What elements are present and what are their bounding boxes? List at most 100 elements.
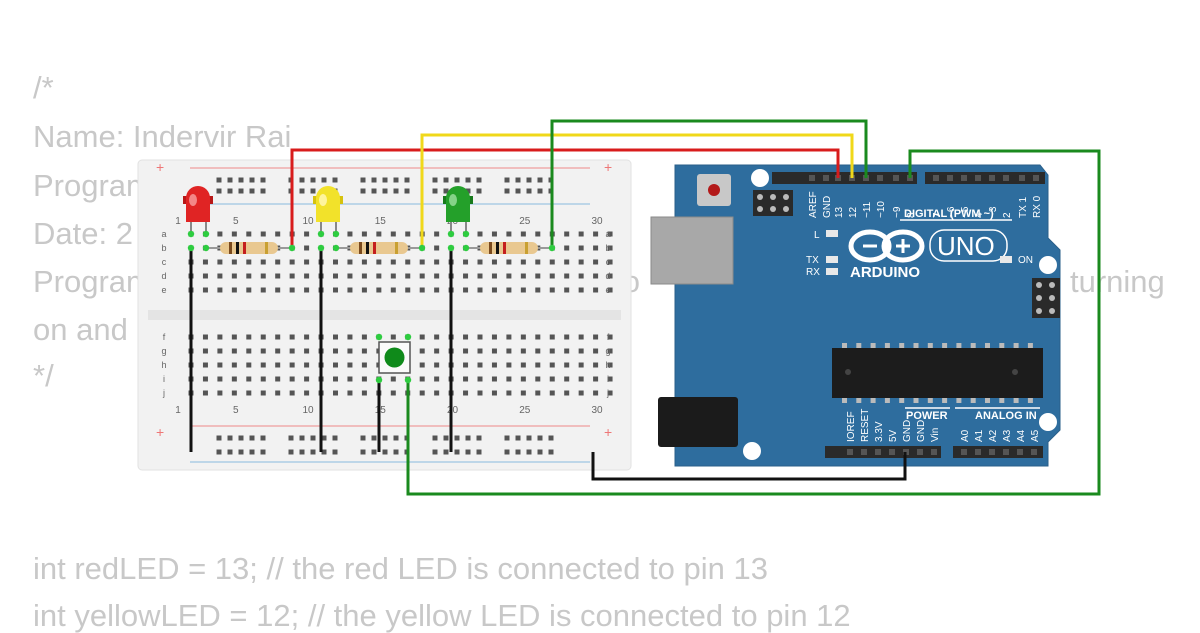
header-pin[interactable] (931, 449, 937, 455)
pin-label: RESET (860, 409, 871, 442)
connection-dot (404, 376, 412, 384)
led-l (826, 230, 838, 237)
header-pin[interactable] (847, 449, 853, 455)
pin-label: IOREF (846, 411, 857, 442)
wire-red[interactable] (290, 148, 840, 248)
pin-label: 8 (906, 212, 917, 218)
header-pin[interactable] (989, 449, 995, 455)
wire-black-gnd[interactable] (591, 452, 907, 481)
column-number: 10 (302, 405, 314, 416)
header-pin[interactable] (809, 175, 815, 181)
uno-text: UNO (937, 231, 995, 261)
header-pin[interactable] (1019, 175, 1025, 181)
code-line: Date: 2 (33, 216, 133, 251)
code-line: int redLED = 13; // the red LED is conne… (33, 551, 768, 586)
connection-dot (187, 230, 195, 238)
led-tx-label: TX (806, 255, 819, 266)
row-label: b (161, 243, 166, 253)
pin-label: 3.3V (874, 421, 885, 442)
pin-label: 2 (1002, 212, 1013, 218)
row-label: b (605, 243, 610, 253)
header-pin[interactable] (889, 449, 895, 455)
svg-text:+: + (604, 424, 612, 440)
power-jack (658, 397, 738, 447)
pin-label: GND (822, 196, 833, 218)
resistor-red[interactable] (206, 242, 292, 254)
icsp-header (753, 190, 1060, 318)
row-label: d (161, 271, 166, 281)
connection-dot (418, 244, 426, 252)
row-label: c (162, 257, 167, 267)
header-pin[interactable] (877, 175, 883, 181)
resistor-green[interactable] (466, 242, 552, 254)
header-pin[interactable] (1003, 449, 1009, 455)
leds (183, 186, 473, 236)
connection-dot (332, 230, 340, 238)
pin-label: GND (916, 420, 927, 442)
header-pin[interactable] (1031, 449, 1037, 455)
header-pin[interactable] (975, 175, 981, 181)
led-red[interactable] (183, 186, 213, 236)
row-label: e (161, 285, 166, 295)
header-pin[interactable] (1033, 175, 1039, 181)
pin-label: A0 (960, 429, 971, 442)
header-pin[interactable] (933, 175, 939, 181)
column-number: 25 (519, 405, 531, 416)
pin-label: TX 1 (1018, 196, 1029, 218)
header-pin[interactable] (823, 175, 829, 181)
header-pin[interactable] (961, 449, 967, 455)
row-label: d (605, 271, 610, 281)
header-pin[interactable] (1003, 175, 1009, 181)
pin-label: RX 0 (1032, 195, 1043, 218)
led-on-label: ON (1018, 255, 1033, 266)
pin-label: 12 (848, 206, 859, 218)
push-button[interactable] (378, 341, 411, 374)
connection-dot (317, 230, 325, 238)
header-pin[interactable] (875, 449, 881, 455)
header-pin[interactable] (975, 449, 981, 455)
connection-points (187, 230, 556, 384)
led-yellow[interactable] (313, 186, 343, 236)
svg-text:+: + (156, 159, 164, 175)
header-pin[interactable] (1017, 449, 1023, 455)
connection-dot (375, 376, 383, 384)
resistor-yellow[interactable] (336, 242, 422, 254)
connection-dot (462, 230, 470, 238)
pin-label: A5 (1030, 429, 1041, 442)
header-pin[interactable] (893, 175, 899, 181)
arduino-text: ARDUINO (850, 264, 920, 281)
row-label: c (606, 257, 611, 267)
column-number: 15 (375, 216, 387, 227)
digital-label: DIGITAL (PWM ~) (904, 208, 994, 220)
wire-green-led[interactable] (550, 119, 868, 248)
resistors (206, 242, 552, 254)
code-line: Name: Indervir Rai (33, 119, 292, 154)
code-line: on and (33, 312, 128, 347)
row-label: i (607, 374, 609, 384)
row-label: h (605, 360, 610, 370)
header-pin[interactable] (861, 449, 867, 455)
column-number: 5 (233, 216, 239, 227)
connection-dot (202, 244, 210, 252)
header-pin[interactable] (989, 175, 995, 181)
pin-label: ~5 (960, 206, 971, 218)
header-pin[interactable] (961, 175, 967, 181)
column-number: 30 (591, 405, 603, 416)
column-number: 20 (447, 405, 459, 416)
row-label: h (161, 360, 166, 370)
wire-yellow[interactable] (420, 133, 854, 248)
led-rx-label: RX (806, 267, 820, 278)
header-pin[interactable] (947, 175, 953, 181)
header-pin[interactable] (917, 449, 923, 455)
wire-green-button[interactable] (406, 149, 1101, 496)
breadboard[interactable]: + + + + aabbccddeeffgghhiijj115510101515… (137, 159, 632, 471)
column-number: 1 (175, 216, 181, 227)
row-label: f (163, 332, 166, 342)
usb-port (650, 216, 734, 285)
column-number: 15 (375, 405, 387, 416)
column-number: 5 (233, 405, 239, 416)
led-on (1000, 256, 1012, 263)
pin-label: ~10 (876, 201, 887, 218)
